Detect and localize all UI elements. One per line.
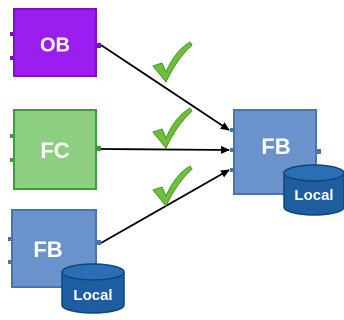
arrow-fc-to-fb [100, 145, 230, 154]
check-mark-icon [152, 165, 193, 207]
database-cylinder-icon: Local [283, 164, 344, 216]
check-mark-icon [152, 107, 193, 149]
fb-source-block-label: FB [33, 237, 62, 262]
fb-target-block-label: FB [261, 134, 290, 159]
fb-target-block: FB [230, 109, 321, 195]
fc-block: FC [10, 109, 101, 190]
fc-block-label: FC [40, 138, 69, 163]
ob-block: OB [10, 8, 101, 77]
ob-block-label: OB [40, 34, 70, 56]
check-mark-icon [152, 41, 193, 83]
fb-source-storage-label: Local [73, 287, 112, 304]
arrow-ob-to-fb [100, 44, 230, 131]
fb-target-storage-label: Local [294, 187, 333, 204]
arrow-fb-to-fb [100, 169, 230, 244]
database-cylinder-icon: Local [61, 263, 125, 314]
